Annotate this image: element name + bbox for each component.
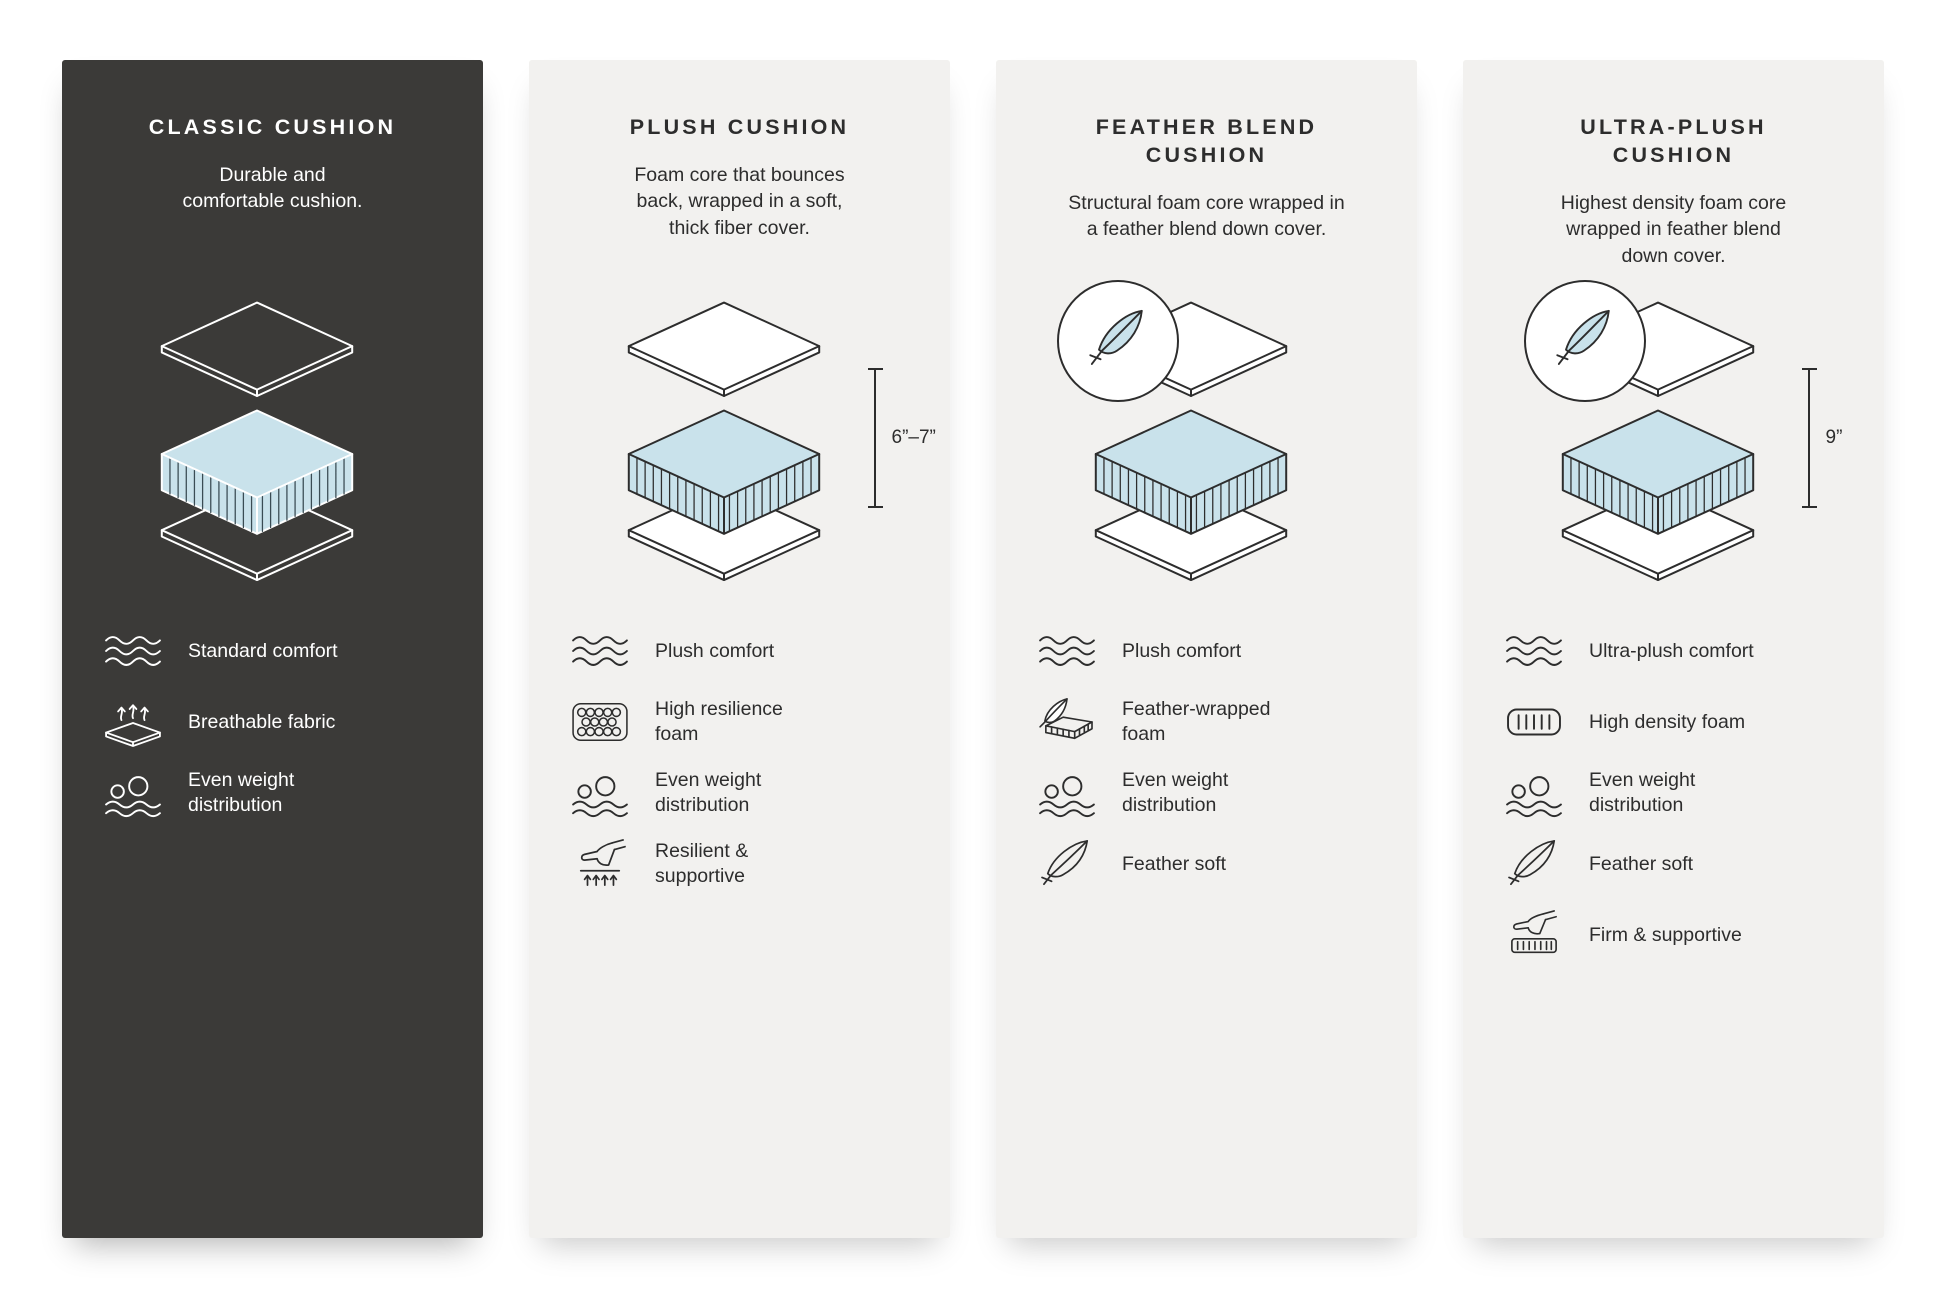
dimension-line: [1801, 368, 1817, 508]
feature-item: Even weight distribution: [102, 768, 449, 818]
weight-distribution-icon: [1503, 768, 1565, 818]
feature-list: Ultra-plush comfort High density foam Ev…: [1497, 626, 1850, 960]
cushion-layers-diagram: [588, 296, 860, 583]
waves-icon: [1503, 626, 1565, 676]
feature-list: Standard comfort Breathable fabric Even …: [96, 626, 449, 818]
feather-foam-icon: [1036, 697, 1098, 747]
feature-label: Standard comfort: [188, 639, 338, 662]
dimension-line: [867, 368, 883, 508]
density-foam-icon: [1503, 697, 1565, 747]
feature-item: Even weight distribution: [1036, 768, 1383, 818]
card-header: FEATHER BLEND CUSHION Structural foam co…: [1030, 114, 1383, 286]
cushion-illustration: 6”–7”: [566, 296, 936, 596]
card-header: PLUSH CUSHION Foam core that bounces bac…: [563, 114, 916, 286]
dimension-marker: 6”–7”: [867, 368, 936, 508]
dimension-label: 9”: [1825, 427, 1843, 448]
feature-item: Ultra-plush comfort: [1503, 626, 1850, 676]
card-title: FEATHER BLEND CUSHION: [1095, 115, 1318, 167]
feature-label: High resilience foam: [655, 698, 783, 745]
feature-item: Standard comfort: [102, 626, 449, 676]
feature-label: Even weight distribution: [1589, 769, 1696, 816]
dimension-label: 6”–7”: [891, 427, 936, 448]
cushion-illustration: 9”: [1500, 280, 1848, 596]
cushion-illustration: [1033, 280, 1381, 596]
feature-item: Breathable fabric: [102, 697, 449, 747]
feature-item: High resilience foam: [569, 697, 916, 747]
cushion-layers-diagram: [121, 296, 393, 583]
feature-item: Feather-wrapped foam: [1036, 697, 1383, 747]
weight-distribution-icon: [569, 768, 631, 818]
feature-item: Feather soft: [1503, 839, 1850, 889]
feature-item: High density foam: [1503, 697, 1850, 747]
weight-distribution-icon: [1036, 768, 1098, 818]
feature-item: Plush comfort: [569, 626, 916, 676]
feature-label: Feather-wrapped foam: [1122, 698, 1271, 745]
card-title: ULTRA-PLUSH CUSHION: [1580, 115, 1767, 167]
waves-icon: [569, 626, 631, 676]
card-description: Foam core that bounces back, wrapped in …: [634, 163, 845, 239]
feature-label: Even weight distribution: [655, 769, 762, 816]
feature-label: Plush comfort: [1122, 639, 1242, 662]
feature-item: Resilient & supportive: [569, 839, 916, 889]
feature-label: Feather soft: [1122, 852, 1227, 875]
feature-label: Feather soft: [1589, 852, 1694, 875]
feather-icon: [1503, 839, 1565, 889]
card-ultra-plush: ULTRA-PLUSH CUSHION Highest density foam…: [1463, 60, 1884, 1238]
waves-icon: [102, 626, 164, 676]
feature-list: Plush comfort Feather-wrapped foam Even …: [1030, 626, 1383, 889]
feather-icon: [1080, 303, 1156, 379]
feather-badge: [1056, 280, 1179, 402]
weight-distribution-icon: [102, 768, 164, 818]
firm-hand-icon: [1503, 910, 1565, 960]
card-description: Durable and comfortable cushion.: [182, 163, 363, 213]
cushion-cards: CLASSIC CUSHION Durable and comfortable …: [62, 60, 1884, 1298]
feature-label: Resilient & supportive: [655, 840, 749, 887]
card-description: Highest density foam core wrapped in fea…: [1560, 191, 1787, 267]
cushion-illustration: [99, 296, 447, 596]
feature-item: Even weight distribution: [569, 768, 916, 818]
card-header: ULTRA-PLUSH CUSHION Highest density foam…: [1497, 114, 1850, 286]
feature-item: Firm & supportive: [1503, 910, 1850, 960]
foam-cells-icon: [569, 697, 631, 747]
feature-list: Plush comfort High resilience foam Even …: [563, 626, 916, 889]
feature-item: Even weight distribution: [1503, 768, 1850, 818]
card-title: CLASSIC CUSHION: [148, 115, 397, 139]
card-title: PLUSH CUSHION: [629, 115, 850, 139]
feather-icon: [1036, 839, 1098, 889]
feature-label: Breathable fabric: [188, 710, 336, 733]
feature-label: Even weight distribution: [188, 769, 295, 816]
feature-label: Firm & supportive: [1589, 923, 1742, 946]
card-plush: PLUSH CUSHION Foam core that bounces bac…: [529, 60, 950, 1238]
feather-badge: [1523, 280, 1646, 402]
press-hand-icon: [569, 839, 631, 889]
feature-item: Feather soft: [1036, 839, 1383, 889]
feature-label: Even weight distribution: [1122, 769, 1229, 816]
breathable-fabric-icon: [102, 697, 164, 747]
card-header: CLASSIC CUSHION Durable and comfortable …: [96, 114, 449, 286]
feather-icon: [1547, 303, 1623, 379]
card-description: Structural foam core wrapped in a feathe…: [1068, 191, 1345, 241]
waves-icon: [1036, 626, 1098, 676]
feature-label: Ultra-plush comfort: [1589, 639, 1754, 662]
card-classic: CLASSIC CUSHION Durable and comfortable …: [62, 60, 483, 1238]
feature-label: Plush comfort: [655, 639, 775, 662]
dimension-marker: 9”: [1801, 368, 1843, 508]
card-feather-blend: FEATHER BLEND CUSHION Structural foam co…: [996, 60, 1417, 1238]
feature-label: High density foam: [1589, 710, 1746, 733]
feature-item: Plush comfort: [1036, 626, 1383, 676]
